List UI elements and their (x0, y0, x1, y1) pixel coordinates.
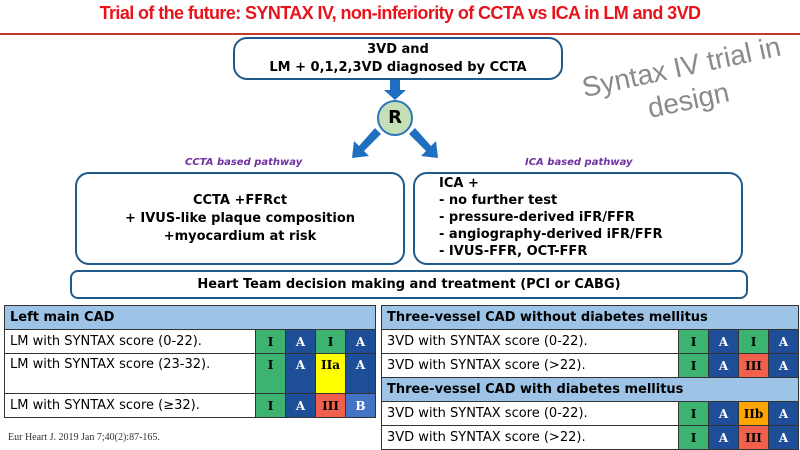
class-cell: I (315, 329, 346, 354)
level-cell: A (768, 329, 799, 354)
row-label: 3VD with SYNTAX score (0-22). (381, 329, 679, 354)
level-cell: A (345, 329, 376, 354)
ccta-line: + IVUS-like plaque composition (124, 211, 356, 226)
table-header: Left main CAD (4, 305, 376, 330)
class-cell: I (255, 353, 286, 394)
row-label: 3VD with SYNTAX score (0-22). (381, 401, 679, 426)
population-box: 3VD and LM + 0,1,2,3VD diagnosed by CCTA (233, 37, 563, 80)
ccta-line: CCTA +FFRct (192, 193, 288, 208)
ccta-pathway-label: CCTA based pathway (185, 157, 303, 168)
level-cell: A (285, 329, 316, 354)
arrow-left-icon (352, 128, 381, 158)
left-main-table: Left main CAD LM with SYNTAX score (0-22… (4, 305, 376, 418)
level-cell: A (708, 425, 739, 450)
population-line2: LM + 0,1,2,3VD diagnosed by CCTA (269, 60, 527, 75)
ica-line: - pressure-derived iFR/FFR (439, 210, 635, 225)
section-header: Three-vessel CAD with diabetes mellitus (381, 377, 799, 402)
arrow-right-icon (409, 128, 438, 158)
class-cell: I (738, 329, 769, 354)
level-cell: B (345, 393, 376, 418)
citation: Eur Heart J. 2019 Jan 7;40(2):87-165. (8, 432, 160, 443)
ccta-line: +myocardium at risk (163, 229, 317, 244)
ica-line: - IVUS-FFR, OCT-FFR (439, 244, 588, 259)
population-line1: 3VD and (367, 42, 429, 57)
table-row: 3VD with SYNTAX score (0-22). I A IIb A (381, 401, 799, 426)
ica-line: - angiography-derived iFR/FFR (439, 227, 663, 242)
level-cell: A (708, 401, 739, 426)
level-cell: A (708, 353, 739, 378)
table-row: LM with SYNTAX score (0-22). I A I A (4, 329, 376, 354)
class-cell: I (255, 329, 286, 354)
ica-line: - no further test (439, 193, 558, 208)
level-cell: A (768, 425, 799, 450)
table-row: 3VD with SYNTAX score (0-22). I A I A (381, 329, 799, 354)
table-row: LM with SYNTAX score (≥32). I A III B (4, 393, 376, 418)
class-cell: I (678, 425, 709, 450)
level-cell: A (768, 353, 799, 378)
class-cell: I (678, 329, 709, 354)
title-divider (0, 33, 800, 35)
class-cell: I (678, 353, 709, 378)
heart-team-box: Heart Team decision making and treatment… (70, 270, 748, 299)
table-row: 3VD with SYNTAX score (>22). I A III A (381, 353, 799, 378)
class-cell: III (315, 393, 346, 418)
class-cell: I (255, 393, 286, 418)
ccta-pathway-box: CCTA +FFRct + IVUS-like plaque compositi… (75, 172, 405, 265)
level-cell: A (768, 401, 799, 426)
class-cell: IIa (315, 353, 346, 394)
row-label: 3VD with SYNTAX score (>22). (381, 353, 679, 378)
ica-line: ICA + (439, 176, 479, 191)
table-row: 3VD with SYNTAX score (>22). I A III A (381, 425, 799, 450)
row-label: 3VD with SYNTAX score (>22). (381, 425, 679, 450)
class-cell: III (738, 353, 769, 378)
ica-pathway-label: ICA based pathway (525, 157, 633, 168)
row-label: LM with SYNTAX score (≥32). (4, 393, 256, 418)
section-header: Three-vessel CAD without diabetes mellit… (381, 305, 799, 330)
class-cell: III (738, 425, 769, 450)
three-vessel-table: Three-vessel CAD without diabetes mellit… (381, 305, 799, 450)
slide-title: Trial of the future: SYNTAX IV, non-infe… (99, 3, 701, 23)
level-cell: A (345, 353, 376, 394)
ica-pathway-box: ICA + - no further test - pressure-deriv… (413, 172, 743, 265)
row-label: LM with SYNTAX score (0-22). (4, 329, 256, 354)
row-label: LM with SYNTAX score (23-32). (4, 353, 256, 394)
table-row: LM with SYNTAX score (23-32). I A IIa A (4, 353, 376, 394)
class-cell: IIb (738, 401, 769, 426)
level-cell: A (285, 393, 316, 418)
level-cell: A (285, 353, 316, 394)
level-cell: A (708, 329, 739, 354)
flow-arrows (352, 80, 438, 158)
arrow-down-icon (384, 80, 406, 100)
class-cell: I (678, 401, 709, 426)
randomization-node: R (377, 100, 413, 136)
